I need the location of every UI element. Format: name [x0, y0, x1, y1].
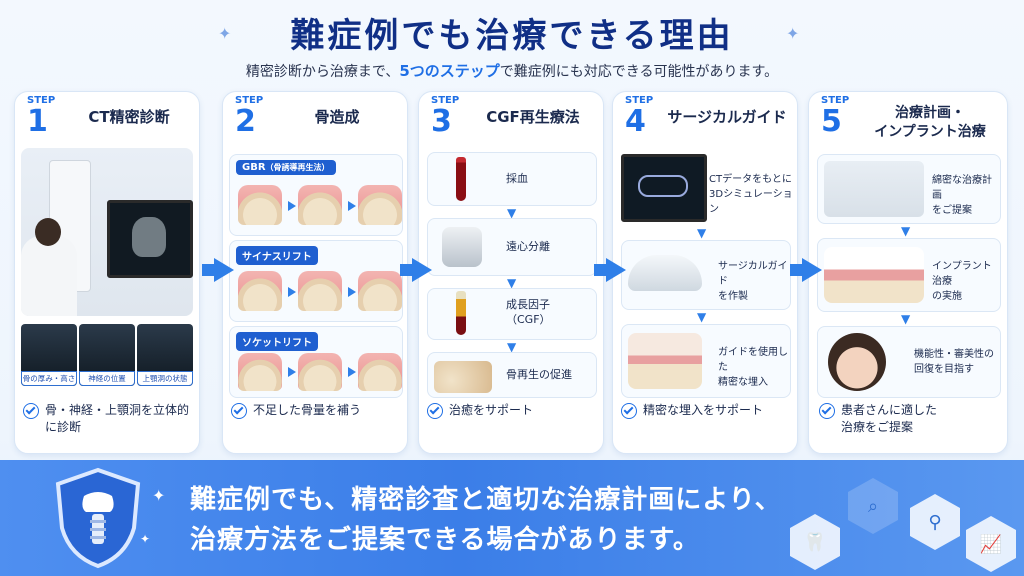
technique-socket-lift: ソケットリフト — [229, 326, 403, 398]
step-card-2: STEP 2 骨造成 GBR（骨誘導再生法） サイナスリフト ソケットリフト 不… — [222, 91, 408, 454]
guided-placement-step: ガイドを使用した 精密な埋入 — [621, 324, 791, 398]
implant-treatment-step: インプラント治療 の実施 — [817, 238, 1001, 312]
gum-illustration — [238, 185, 282, 225]
sparkle-icon: ✦ — [786, 24, 800, 43]
step-footer: 骨・神経・上顎洞を立体的に診断 — [23, 402, 191, 436]
cgf-step-centrifuge: 遠心分離 — [427, 218, 597, 276]
ct-scan-thumbnail: 骨の厚み・高さ — [21, 324, 77, 386]
gum-illustration — [298, 271, 342, 311]
chart-icon: 📈 — [966, 516, 1016, 572]
step-arrow-icon — [400, 258, 432, 282]
arrow-down-icon: ▼ — [901, 312, 911, 326]
arrow-icon — [288, 367, 296, 377]
cgf-step-growth-factor: 成長因子 （CGF） — [427, 288, 597, 340]
simulation-monitor-image — [621, 154, 707, 222]
arrow-down-icon: ▼ — [697, 226, 707, 240]
surgical-guide-step: サージカルガイド を作製 — [621, 240, 791, 310]
step-card-4: STEP 4 サージカルガイド CTデータをもとに 3Dシミュレーション ▼ サ… — [612, 91, 798, 454]
arrow-down-icon: ▼ — [901, 224, 911, 238]
step-card-3: STEP 3 CGF再生療法 採血 ▼ 遠心分離 ▼ 成長因子 （CGF） ▼ … — [418, 91, 604, 454]
arrow-down-icon: ▼ — [507, 340, 517, 354]
technique-sinus-lift: サイナスリフト — [229, 240, 403, 322]
bottom-banner: ✦ ✦ 難症例でも、精密診査と適切な治療計画により、 治療方法をご提案できる場合… — [0, 460, 1024, 576]
step-arrow-icon — [594, 258, 626, 282]
cgf-step-blood: 採血 — [427, 152, 597, 206]
gum-illustration — [358, 271, 402, 311]
implant-placement-image — [628, 333, 702, 389]
search-icon: ⌕ — [848, 478, 898, 534]
step-footer: 患者さんに適した 治療をご提案 — [819, 402, 999, 436]
step-arrow-icon — [202, 258, 234, 282]
banner-message: 難症例でも、精密診査と適切な治療計画により、 治療方法をご提案できる場合がありま… — [190, 485, 782, 555]
gum-illustration — [358, 185, 402, 225]
plan-consult-step: 綿密な治療計画 をご提案 — [817, 154, 1001, 224]
arrow-down-icon: ▼ — [697, 310, 707, 324]
gum-illustration — [298, 353, 342, 391]
ct-scan-thumbnail: 神経の位置 — [79, 324, 135, 386]
step-footer: 不足した骨量を補う — [231, 402, 399, 419]
arrow-down-icon: ▼ — [507, 206, 517, 220]
check-icon — [621, 403, 637, 419]
gum-illustration — [358, 353, 402, 391]
arrow-icon — [348, 201, 356, 211]
bone-regen-image — [434, 361, 492, 393]
check-icon — [231, 403, 247, 419]
tooth-icon: 🦷 — [790, 514, 840, 570]
step-card-1: STEP 1 CT精密診断 骨の厚み・高さ 神経の位置 上顎洞の状態 骨・神経・… — [14, 91, 200, 454]
ct-scene-image — [21, 148, 193, 316]
check-icon — [427, 403, 443, 419]
centrifuge-icon — [442, 227, 482, 267]
sparkle-icon: ✦ — [140, 532, 151, 546]
surgical-guide-image — [628, 255, 702, 291]
step-footer: 精密な埋入をサポート — [621, 402, 789, 419]
sparkle-icon: ✦ — [218, 24, 232, 43]
implant-icon: ⚲ — [910, 494, 960, 550]
consultation-image — [824, 161, 924, 217]
arrow-icon — [288, 201, 296, 211]
arrow-icon — [348, 287, 356, 297]
gum-illustration — [298, 185, 342, 225]
step-arrow-icon — [790, 258, 822, 282]
recovery-step: 機能性・審美性の 回復を目指す — [817, 326, 1001, 398]
arrow-icon — [348, 367, 356, 377]
gum-illustration — [238, 353, 282, 391]
page-subtitle: 精密診断から治療まで、5つのステップで難症例にも対応できる可能性があります。 — [245, 62, 779, 80]
patient-smile-image — [828, 333, 886, 391]
gum-illustration — [238, 271, 282, 311]
implant-model-image — [824, 247, 924, 303]
check-icon — [23, 403, 39, 419]
cgf-step-bone-regen: 骨再生の促進 — [427, 352, 597, 398]
arrow-icon — [288, 287, 296, 297]
page-title: 難症例でも治療できる理由 — [290, 16, 734, 56]
step-card-5: STEP 5 治療計画・ インプラント治療 綿密な治療計画 をご提案 ▼ インプ… — [808, 91, 1008, 454]
shield-implant-icon — [55, 467, 141, 569]
blood-tube-icon — [456, 157, 466, 201]
sparkle-icon: ✦ — [152, 486, 166, 505]
check-icon — [819, 403, 835, 419]
arrow-down-icon: ▼ — [507, 276, 517, 290]
technique-gbr: GBR（骨誘導再生法） — [229, 154, 403, 236]
ct-scan-thumbnail: 上顎洞の状態 — [137, 324, 193, 386]
step-footer: 治癒をサポート — [427, 402, 595, 419]
cgf-tube-icon — [456, 291, 466, 335]
